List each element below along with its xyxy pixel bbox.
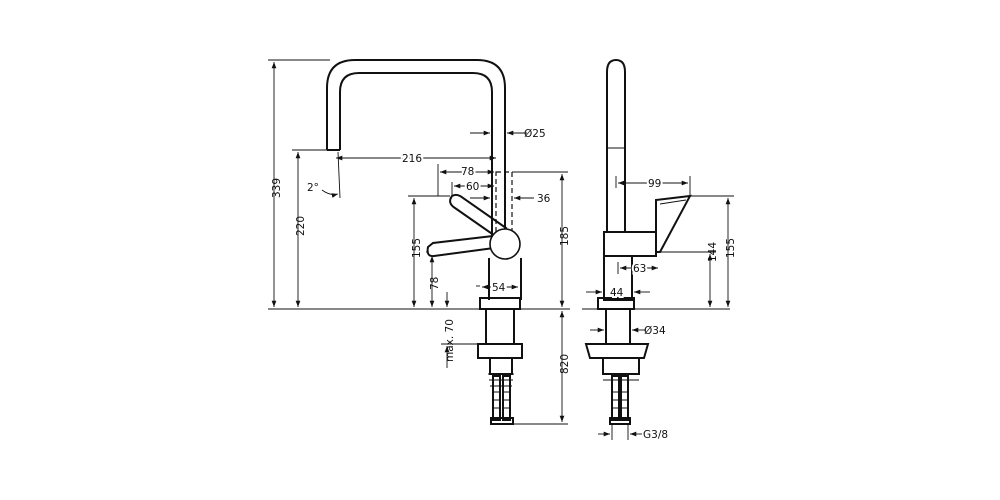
hose-left	[492, 375, 501, 421]
side-hose-fittings	[609, 417, 631, 425]
side-handle	[655, 194, 692, 253]
hose-rings	[493, 391, 510, 409]
hose-right	[502, 375, 511, 421]
dim-155-label: 155	[411, 238, 423, 258]
dim-216-label: 216	[402, 153, 422, 165]
front-view: 339 220 2° 216 Ø25 78 60 36 155	[268, 59, 571, 425]
dim-54-label: 54	[492, 282, 506, 294]
side-hose-right	[620, 375, 629, 421]
dim-155-side-label: 155	[725, 238, 737, 258]
dim-d34-label: Ø34	[644, 325, 666, 337]
dim-78v-label: 78	[429, 277, 441, 290]
dim-820-label: 820	[559, 354, 571, 374]
side-hose-rings	[612, 391, 628, 409]
hose-fittings	[490, 417, 514, 425]
dim-max70-label: max. 70	[444, 319, 456, 362]
dim-185-label: 185	[559, 226, 571, 246]
dim-d25-label: Ø25	[524, 128, 546, 140]
spout-outer	[326, 59, 506, 240]
side-spout	[606, 58, 626, 232]
side-mounting-plate	[584, 343, 650, 359]
handle-lever-lower	[426, 234, 496, 258]
side-column	[603, 255, 633, 301]
dim-63-label: 63	[633, 263, 646, 275]
side-hose-left	[611, 375, 620, 421]
spout-inner	[339, 72, 493, 240]
cartridge-dashed	[495, 171, 513, 243]
dim-g38-label: G3/8	[643, 429, 668, 441]
side-shank	[605, 308, 631, 345]
dim-339-label: 339	[271, 178, 283, 198]
side-nut	[602, 357, 640, 375]
base-ring	[479, 297, 521, 310]
dim-144-label: 144	[707, 242, 719, 262]
dim-angle-arc	[321, 189, 339, 198]
dim-60-label: 60	[466, 181, 479, 193]
handle-hub	[489, 228, 521, 260]
dim-44-label: 44	[610, 287, 624, 299]
side-handle-edge	[659, 199, 687, 205]
side-body	[603, 231, 657, 257]
dim-angle-label: 2°	[307, 182, 319, 194]
nut	[489, 357, 513, 375]
body-column	[488, 258, 522, 300]
dim-78-label: 78	[461, 166, 474, 178]
dim-220-label: 220	[295, 216, 307, 236]
mounting-plate	[477, 343, 523, 359]
side-view: 99 63 44 144 155 Ø34 G3/8	[582, 58, 737, 441]
dim-99-label: 99	[648, 178, 661, 190]
dim-36-label: 36	[537, 193, 551, 205]
dim-angle-line	[337, 151, 341, 199]
shank	[485, 308, 515, 345]
